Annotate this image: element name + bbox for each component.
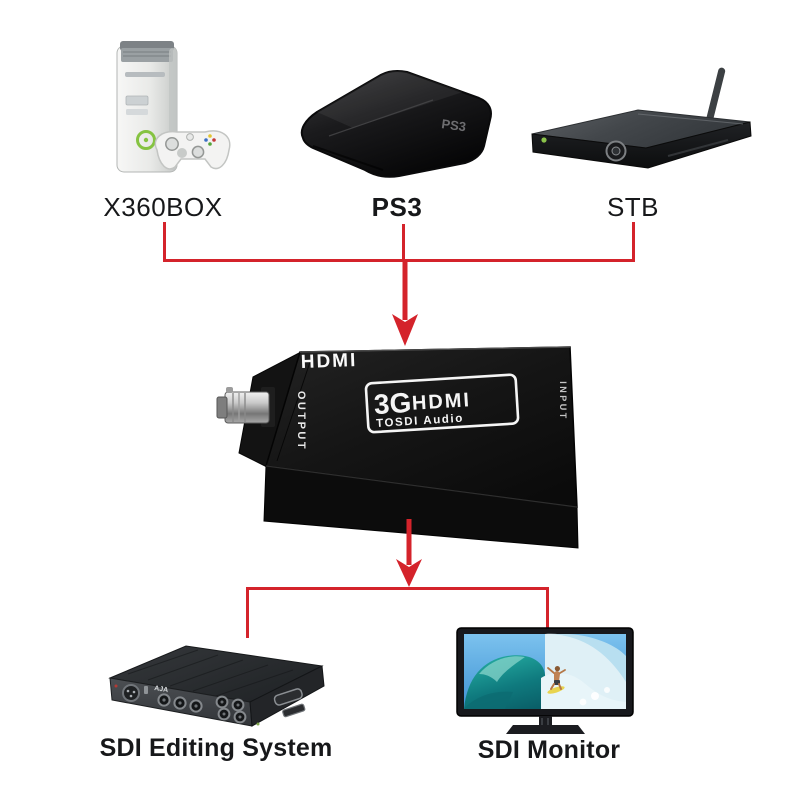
logo-3g-text: 3G bbox=[373, 387, 412, 420]
hdmi-to-sdi-converter-image: OUTPUT INPUT HDMI 3G HDMI TOSDI Audio bbox=[213, 335, 583, 550]
connector-bus-top bbox=[163, 259, 635, 262]
ps3-console: PS3 bbox=[300, 70, 492, 178]
x360box-label: X360BOX bbox=[103, 192, 223, 222]
stb-box bbox=[531, 109, 752, 169]
connector-bus-bottom bbox=[246, 587, 549, 590]
xbox-controller bbox=[154, 130, 231, 170]
xbox-console bbox=[116, 41, 178, 173]
connector-line-ps3 bbox=[402, 224, 405, 260]
ps3-device-logo: PS3 bbox=[441, 116, 467, 134]
converter-logo: 3G HDMI TOSDI Audio bbox=[364, 373, 520, 434]
hdmi-wordmark: HDMI bbox=[300, 350, 357, 373]
stb-label: STB bbox=[606, 192, 660, 222]
connector-line-editing-system bbox=[246, 587, 249, 638]
x360box-image bbox=[93, 36, 235, 190]
sdi-monitor-image bbox=[455, 626, 637, 738]
ps3-image: PS3 bbox=[283, 50, 509, 192]
monitor-screen bbox=[464, 633, 626, 709]
logo-hdmi-text: HDMI bbox=[411, 389, 471, 415]
connector-line-x360box bbox=[163, 222, 166, 260]
down-arrow-icon-bottom bbox=[394, 519, 424, 589]
editing-deck-brand: AJA bbox=[154, 685, 169, 694]
logo-tosdi-audio-text: TOSDI Audio bbox=[376, 413, 464, 430]
editing-deck-box: AJA bbox=[108, 645, 325, 727]
connector-line-monitor bbox=[546, 587, 549, 631]
stb-image bbox=[518, 58, 762, 192]
converter-box: OUTPUT INPUT HDMI 3G HDMI TOSDI Audio bbox=[216, 346, 579, 549]
connector-line-stb bbox=[632, 222, 635, 260]
output-port-label: OUTPUT bbox=[295, 391, 307, 451]
sdi-editing-system-image: AJA bbox=[98, 636, 332, 732]
monitor-tv bbox=[456, 627, 634, 734]
sdi-monitor-label: SDI Monitor bbox=[477, 736, 621, 764]
bnc-output-connector bbox=[216, 387, 275, 427]
surfer bbox=[547, 666, 566, 694]
sdi-editing-system-label: SDI Editing System bbox=[99, 734, 333, 762]
down-arrow-icon-top bbox=[390, 260, 420, 348]
input-port-label: INPUT bbox=[558, 381, 568, 421]
ps3-label: PS3 bbox=[371, 192, 423, 222]
